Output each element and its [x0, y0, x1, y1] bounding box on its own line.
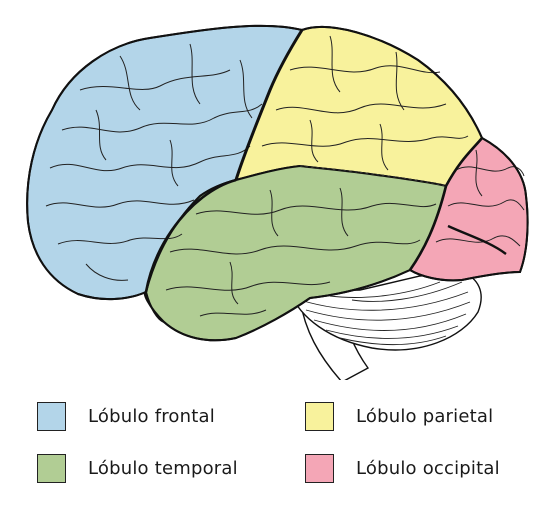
parietal-gyri — [261, 35, 469, 171]
legend-swatch-temporal — [37, 454, 66, 483]
central-sulcus — [234, 29, 304, 181]
legend-label-parietal: Lóbulo parietal — [356, 406, 494, 427]
parieto-occipital-sulcus — [408, 137, 483, 271]
brain-diagram — [26, 24, 529, 380]
legend-item-occipital: Lóbulo occipital — [305, 454, 500, 483]
legend-swatch-occipital — [305, 454, 334, 483]
legend-label-frontal: Lóbulo frontal — [88, 406, 215, 427]
legend-item-temporal: Lóbulo temporal — [37, 454, 238, 483]
lateral-sulcus — [144, 178, 237, 293]
brain-outline — [26, 24, 529, 342]
legend-swatch-parietal — [305, 402, 334, 431]
legend-label-occipital: Lóbulo occipital — [356, 458, 500, 479]
legend-swatch-frontal — [37, 402, 66, 431]
occipital-gyri — [435, 149, 525, 247]
temporal-gyri — [165, 187, 437, 317]
legend-label-temporal: Lóbulo temporal — [88, 458, 238, 479]
cerebellum-folia — [299, 281, 471, 345]
occipital-notch-line — [447, 224, 507, 255]
legend-item-parietal: Lóbulo parietal — [305, 402, 493, 431]
legend-item-frontal: Lóbulo frontal — [37, 402, 215, 431]
